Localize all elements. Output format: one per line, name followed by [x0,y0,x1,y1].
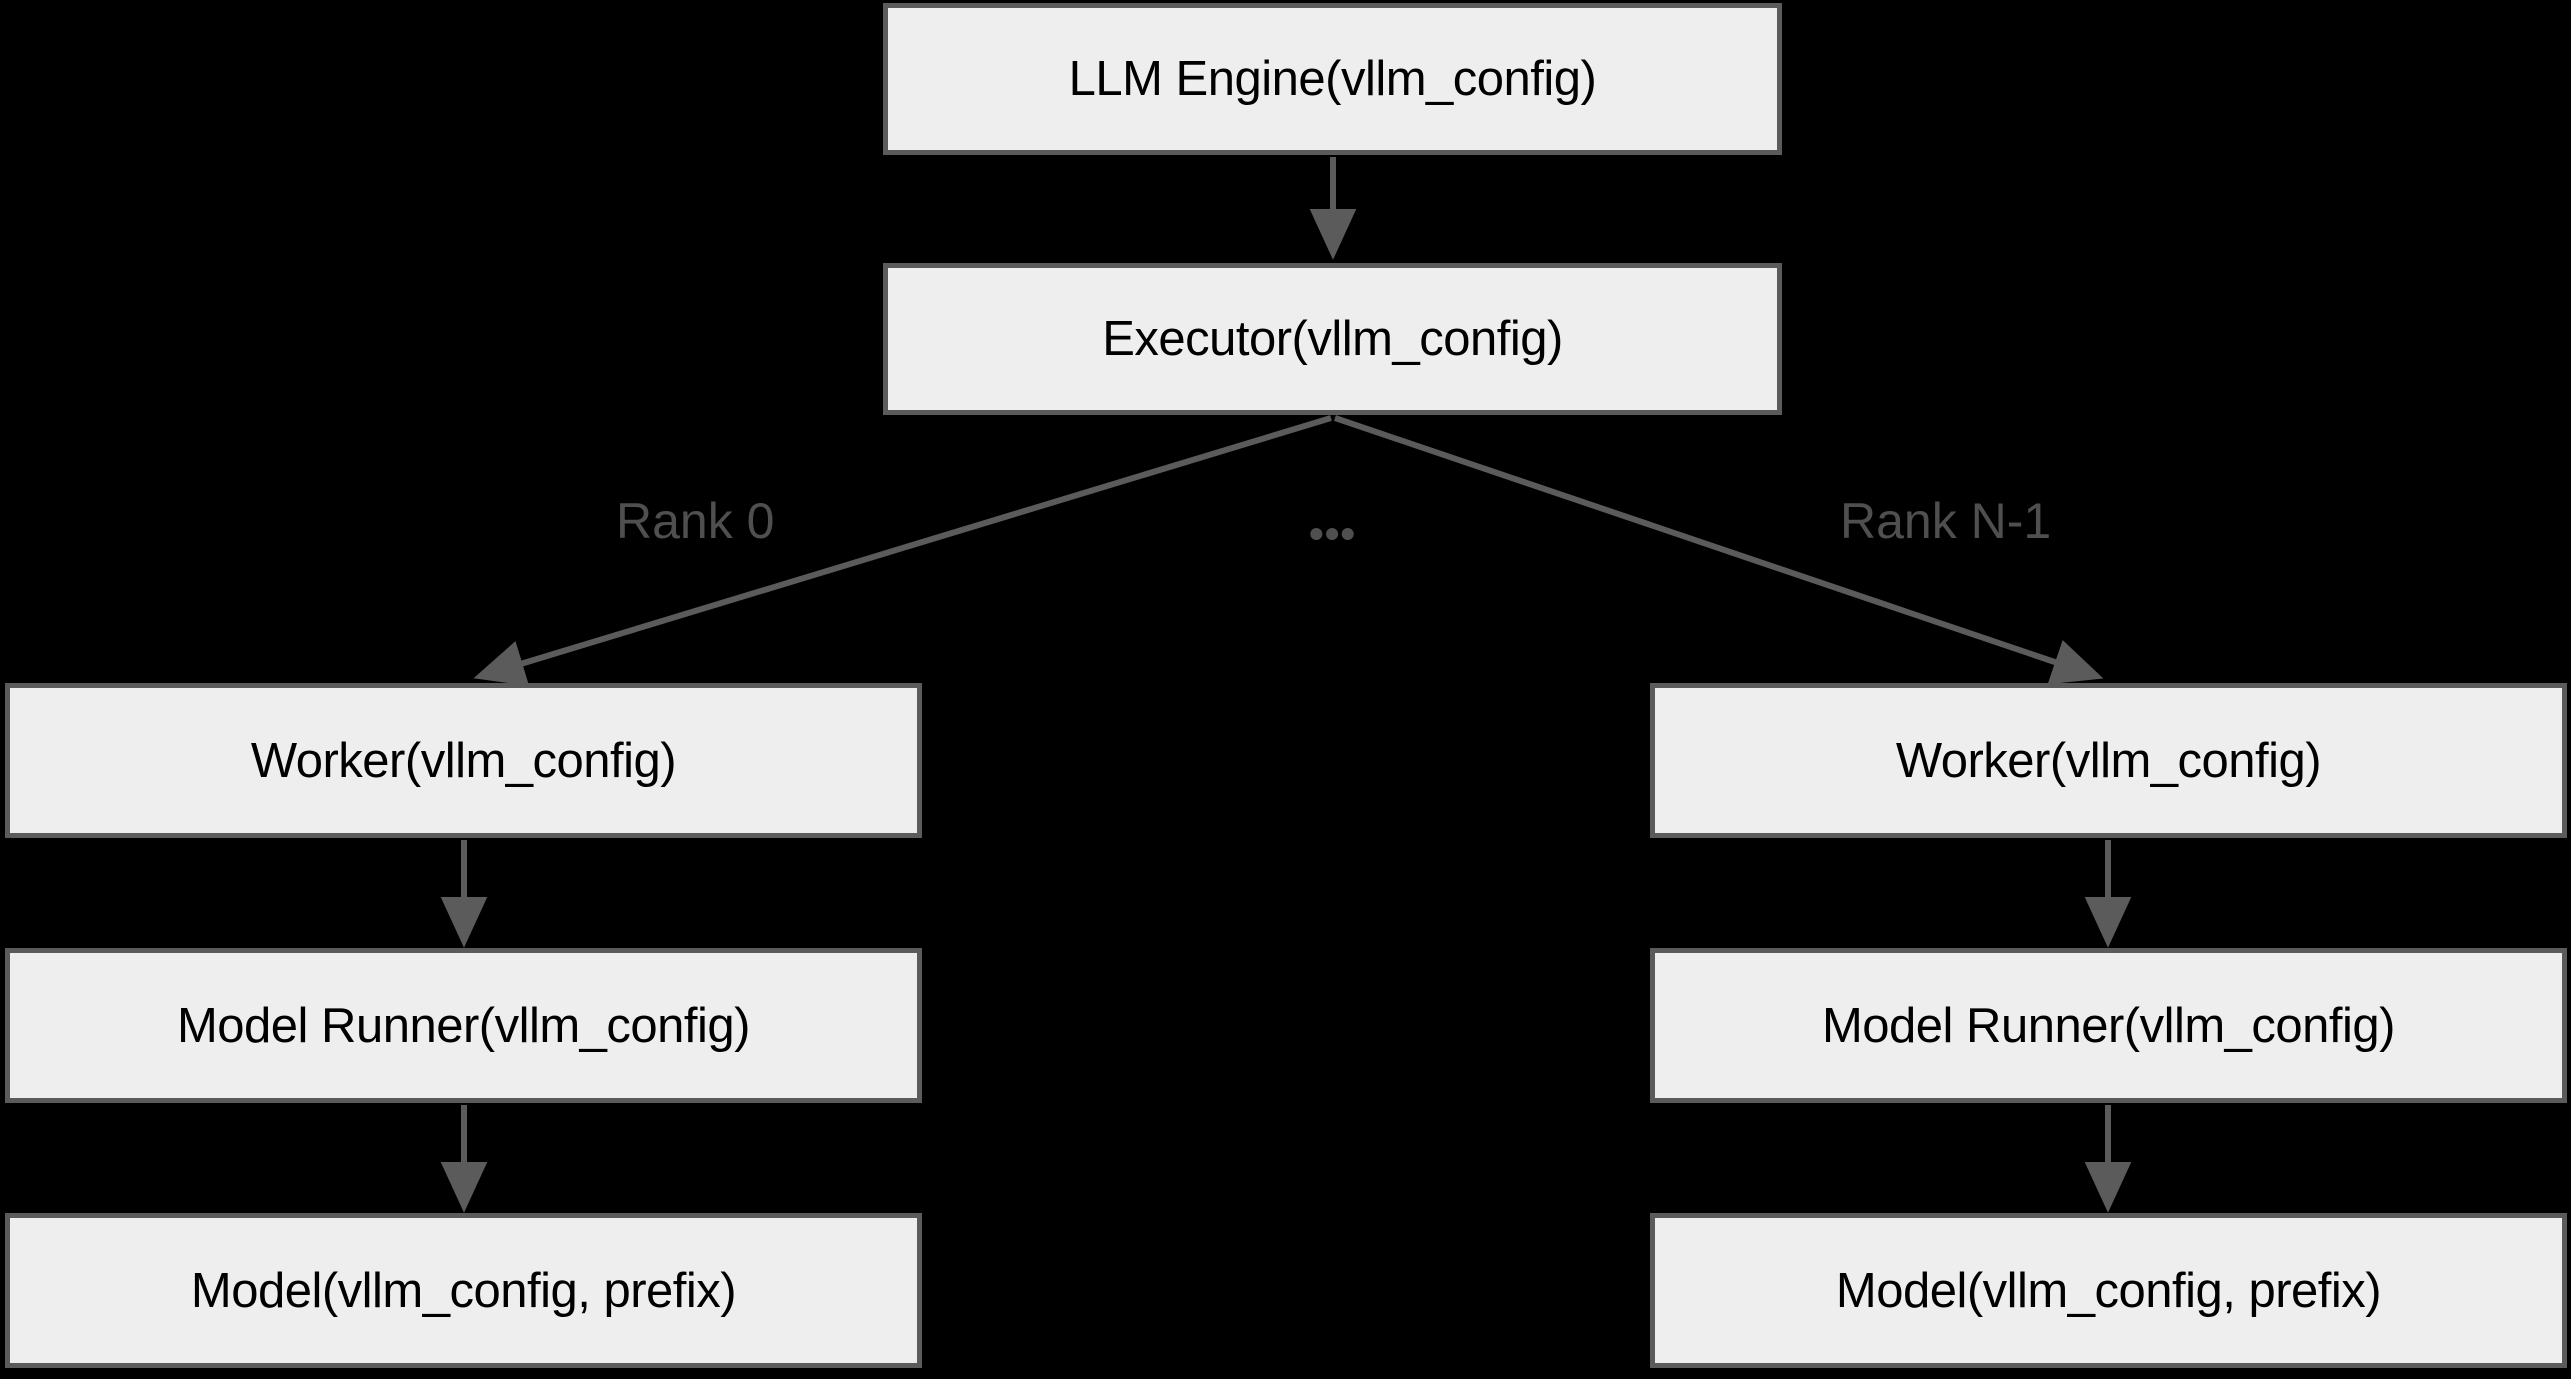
node-worker-rank-0[interactable]: Worker(vllm_config) [5,683,922,838]
node-worker-rank-n-1[interactable]: Worker(vllm_config) [1650,683,2567,838]
node-model-runner-rank-0[interactable]: Model Runner(vllm_config) [5,948,922,1103]
node-model-rank-n-1[interactable]: Model(vllm_config, prefix) [1650,1213,2567,1368]
edge-label-rank-0: Rank 0 [616,493,775,549]
node-executor[interactable]: Executor(vllm_config) [883,263,1782,415]
edge-label-rank-n-1: Rank N-1 [1840,493,2052,549]
node-llm-engine[interactable]: LLM Engine(vllm_config) [883,3,1782,155]
node-model-runner-rank-n-1[interactable]: Model Runner(vllm_config) [1650,948,2567,1103]
edge-label-rank-ellipsis: ••• [1309,510,1357,557]
node-model-rank-0[interactable]: Model(vllm_config, prefix) [5,1213,922,1368]
edge-executor-to-worker-left [473,415,1332,686]
